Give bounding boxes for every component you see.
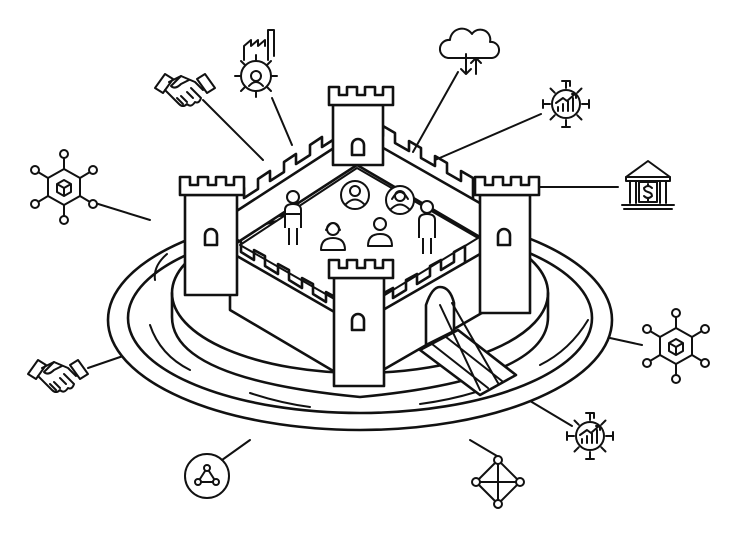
growth-gear-icon [542,80,590,128]
castle [178,85,541,397]
user-avatar-icon [367,217,393,247]
tower-back [327,85,395,167]
network-cube-icon [30,149,98,225]
growth-gear-icon [566,412,614,460]
ecosystem-icons [27,27,710,509]
tower-right [473,175,541,315]
castle-gate [424,285,456,347]
user-avatar-icon [320,222,346,251]
courtyard-people [284,180,436,254]
tower-front [327,258,395,388]
courtyard [239,167,479,313]
handshake-icon [27,359,89,393]
user-avatar-icon [340,180,370,210]
network-cube-icon [642,308,710,384]
user-avatar-icon [385,185,415,215]
network-diamond-icon [471,455,525,509]
cloud-transfer-icon [439,27,501,75]
bank-dollar-icon [621,160,675,210]
network-triangle-icon [184,453,230,499]
drawbridge [418,302,518,397]
person-standing-icon [284,190,302,245]
tower-left [178,175,246,297]
person-standing-icon [418,200,436,254]
handshake-icon [154,73,216,107]
factory-gear-icon [234,29,278,98]
